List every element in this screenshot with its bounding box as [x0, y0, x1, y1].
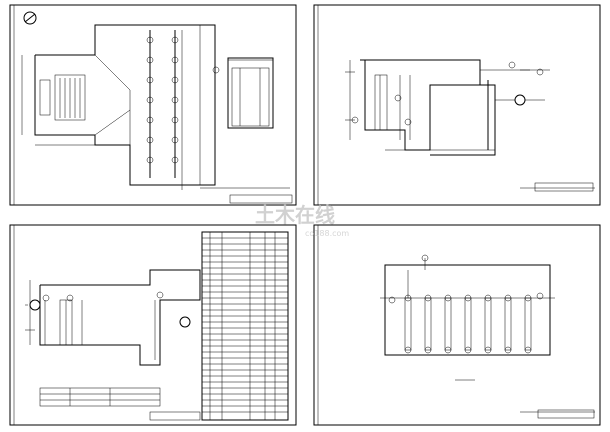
sheet-3-border: [9, 224, 297, 426]
valve-icon: [146, 36, 179, 164]
plan-drawing: [21, 24, 216, 190]
north-arrow-icon: [23, 11, 37, 25]
pump-icon: [179, 316, 191, 328]
sheet-3-title-block: [149, 411, 201, 421]
sheet-1-border: [9, 4, 297, 206]
section-detail: [212, 57, 274, 129]
pump-icon: [514, 94, 526, 106]
section-drawing: [345, 59, 550, 156]
sheet-3: [9, 224, 297, 426]
pipe-column: [149, 30, 183, 190]
pipe-column: [404, 297, 532, 351]
sheet-2-title-block: [534, 182, 594, 192]
sheet-1-title-block: [229, 194, 293, 204]
equipment-table: [201, 231, 289, 421]
sheet-4: [313, 224, 601, 426]
section-drawing: [25, 269, 201, 366]
watermark-text: 土木在线: [255, 203, 335, 227]
sheet-2: [313, 4, 601, 206]
sheet-4-title-block: [537, 409, 595, 419]
watermark-subtext: co188.com: [305, 229, 349, 238]
watermark: 土木在线 co188.com: [255, 203, 349, 238]
section-drawing: [380, 254, 555, 356]
sheet-4-border: [313, 224, 601, 426]
sheet-1: [9, 4, 297, 206]
sheet-2-border: [313, 4, 601, 206]
valve-icon: [404, 294, 532, 354]
legend-table: [39, 387, 161, 407]
pump-icon: [29, 299, 41, 311]
